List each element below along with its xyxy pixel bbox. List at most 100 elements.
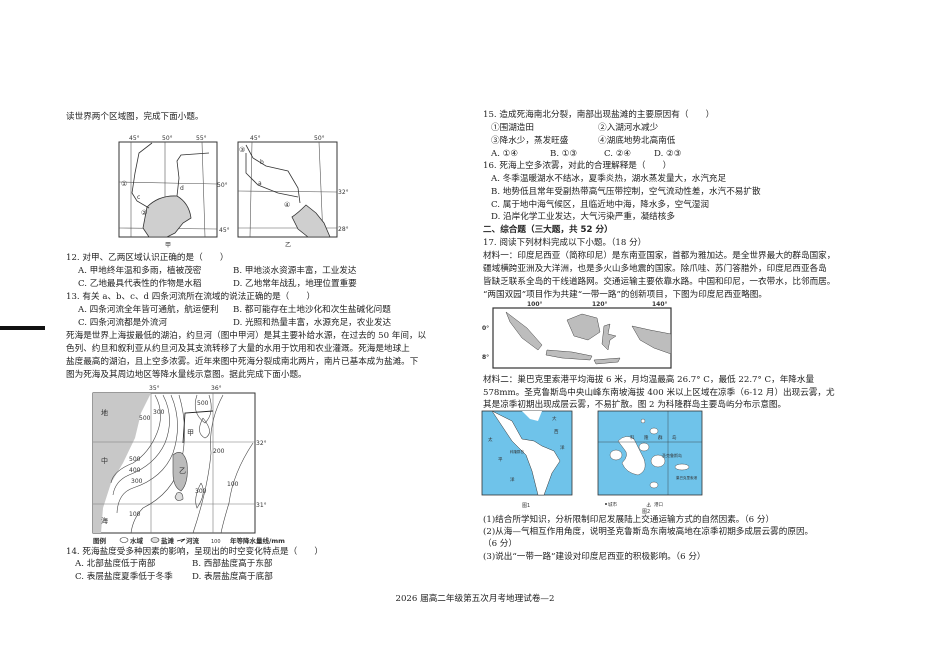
q15-item-2: ②入湖河水减少 — [598, 123, 659, 133]
material-1-line: 皆缺乏联系全岛的干线道路网。交通运输主要依靠水路。中国和印尼，一衣带水，比邻而居… — [483, 277, 836, 287]
map-label: 太 — [488, 436, 493, 443]
map-label: 甲 — [165, 242, 171, 249]
map-label: 50° — [314, 135, 325, 142]
map-jia: 45° 50° 55° 50° 45° ① ② c d 甲 — [118, 135, 230, 249]
sub-question-2-score: （6 分） — [483, 539, 517, 549]
passage-line: 图为死海及其周边地区等降水量线示意图。据此完成下面小题。 — [66, 370, 307, 380]
q17-stem: 17. 阅读下列材料完成以下小题。（18 分） — [483, 238, 647, 248]
map-label: 500 — [129, 456, 141, 463]
page-edge-marker — [0, 326, 45, 330]
map-label: 120° — [592, 301, 608, 308]
map-label: 300 — [153, 409, 165, 416]
map-yi: 45° 50° 32° 28° ③ ④ a b 乙 — [237, 135, 349, 249]
map-label: 200 — [213, 448, 225, 455]
q16-option-c: C. 属于地中海气候区，且临近地中海，降水多，空气湿润 — [491, 200, 709, 210]
map-label: 45° — [129, 135, 140, 142]
intro-text: 读世界两个区域图，完成下面小题。 — [66, 112, 204, 122]
map-label: 图1 — [522, 503, 530, 509]
map-label: 35° — [149, 385, 160, 392]
map-label: 科隆群岛 — [510, 449, 524, 454]
map-label: 50° — [217, 182, 228, 189]
material-2-line: 其是凉季初期出现成层云雾，不易扩散。图 2 为科隆群岛主要岛屿分布示意图。 — [483, 400, 787, 410]
map-label: 盐滩 — [161, 536, 175, 545]
map-label: 科 — [630, 434, 635, 441]
map-label: 洋 — [510, 476, 515, 483]
map-label: 圣克鲁斯岛 — [662, 452, 682, 458]
map-label: 洋 — [560, 444, 565, 451]
q13-stem: 13. 有关 a、b、c、d 四条河流所在流域的说法正确的是（ ） — [66, 292, 316, 302]
section-heading: 二、综合题（三大题，共 52 分） — [483, 225, 613, 235]
map-label: 年等降水量线/mm — [230, 536, 285, 545]
map-label: ⚓ — [646, 502, 651, 509]
q13-option-c: C. 四条河流都是外流河 — [78, 318, 168, 328]
q13-option-a: A. 四条河流全年皆可通航，航运便利 — [78, 305, 219, 315]
map-label: 45° — [250, 135, 261, 142]
sub-question-2: (2)从海—气相互作用角度，说明圣克鲁斯岛东南坡高地在凉季初期多成层云雾的原因。 — [483, 527, 814, 537]
map-label: 32° — [338, 189, 349, 196]
map-label: 河流 — [186, 536, 200, 545]
map-label: a — [258, 180, 262, 187]
q16-stem: 16. 死海上空多浓雾，对此的合理解释是（ ） — [483, 161, 672, 171]
map-label: b — [260, 159, 264, 166]
map-label: 300 — [195, 488, 207, 495]
q15-option-a: A. ①④ — [491, 149, 519, 159]
material-2-line: 材料二：巢巴克里索港平均海拔 6 米，月均温最高 26.7° C，最低 22.7… — [483, 375, 815, 385]
map-label: 8° — [482, 354, 489, 361]
map-label: 31° — [256, 502, 267, 509]
q14-option-a: A. 北部盐度低于南部 — [75, 559, 156, 569]
map-label: 300 — [131, 478, 143, 485]
map-label: 图例 — [93, 536, 107, 545]
map-label: 500 — [139, 415, 151, 422]
map-label: d — [180, 185, 184, 192]
q14-stem: 14. 死海盐度受多种因素的影响，呈现出的时空变化特点是（ ） — [66, 547, 324, 557]
sub-question-3: (3)说出“一带一路”建设对印度尼西亚的积极影响。（6 分） — [483, 552, 706, 562]
map-label: 100° — [527, 301, 543, 308]
map-label: 0° — [482, 325, 489, 332]
q16-option-b: B. 地势低且常年受副热带高气压带控制，空气流动性差，水汽不易扩散 — [491, 187, 761, 197]
q15-item-1: ①围湖造田 — [491, 123, 534, 133]
q13-option-b: B. 都可能存在土地沙化和次生盐碱化问题 — [233, 305, 391, 315]
map-label: 城市 — [608, 501, 617, 508]
map-label: 地 — [101, 408, 108, 417]
map-label: 海 — [101, 516, 108, 525]
map-label: 图2 — [642, 509, 650, 515]
map-label: 乙 — [179, 467, 186, 475]
q16-option-a: A. 冬季温暖湖水不结冰，夏季炎热，湖水蒸发量大，水汽充足 — [491, 174, 727, 184]
passage-line: 死海是世界上海拔最低的湖泊，约旦河（图中甲河）是其主要补给水源，在过去的 50 … — [66, 331, 427, 341]
map-label: ② — [141, 209, 147, 217]
map-label: ① — [121, 180, 127, 188]
map-label: 100 — [129, 511, 141, 518]
q12-option-c: C. 乙地最具代表性的作物是水稻 — [78, 279, 202, 289]
map-label: 西 — [554, 429, 559, 435]
map-label: 55° — [196, 135, 207, 142]
material-1-line: 疆域横跨亚洲及大洋洲，也是多火山多地震的国家。除爪哇、苏门答腊外，印度尼西亚各岛 — [483, 264, 827, 274]
q14-option-c: C. 表层盐度夏季低于冬季 — [75, 572, 173, 582]
map-label: 中 — [101, 456, 108, 465]
q15-item-3: ③降水少，蒸发旺盛 — [491, 136, 569, 146]
map-label: c — [137, 194, 140, 201]
map-label: 50° — [162, 135, 173, 142]
figure-2-map: 科 隆 群 岛 圣克鲁斯岛 巢巴克里索港 城市 ⚓ 港口 图2 — [597, 410, 703, 515]
map-label: 36° — [211, 385, 222, 392]
map-label: 28° — [338, 226, 349, 233]
q15-item-4: ④湖底地势北高南低 — [598, 136, 676, 146]
passage-line: 盐度最高的湖泊，且上空多浓雾。近年来图中死海分裂成南北两片，南片已基本成为盐滩。… — [66, 357, 419, 367]
map-label: 400 — [129, 467, 141, 474]
q15-stem: 15. 造成死海南北分裂，南部出现盐滩的主要原因有（ ） — [483, 110, 715, 120]
indonesia-map: 100° 120° 140° 0° 8° — [482, 301, 672, 369]
q16-option-d: D. 沿岸化学工业发达，大气污染严重，凝结核多 — [491, 212, 675, 222]
q13-option-d: D. 光照和热量丰富，水源充足，农业发达 — [233, 318, 392, 328]
q14-option-d: D. 表层盐度高于底部 — [192, 572, 273, 582]
q12-option-b: B. 甲地淡水资源丰富，工业发达 — [233, 266, 357, 276]
map-label: 平 — [498, 457, 503, 463]
map-label: 100 — [227, 481, 239, 488]
passage-line: 色列、约旦和叙利亚从约旦河及其支流转移了大量的水用于饮用和农业灌溉。死海是地球上 — [66, 344, 410, 354]
map-label: 甲 — [187, 429, 194, 437]
map-label: ④ — [284, 201, 290, 209]
map-label: 隆 — [644, 434, 649, 441]
map-label: 140° — [652, 301, 668, 308]
map-label: ③ — [239, 146, 245, 154]
page-footer: 2026 届高二年级第五次月考地理试卷—2 — [395, 594, 555, 604]
q15-option-b: B. ①③ — [550, 149, 578, 159]
map-label: 100 — [211, 539, 221, 545]
